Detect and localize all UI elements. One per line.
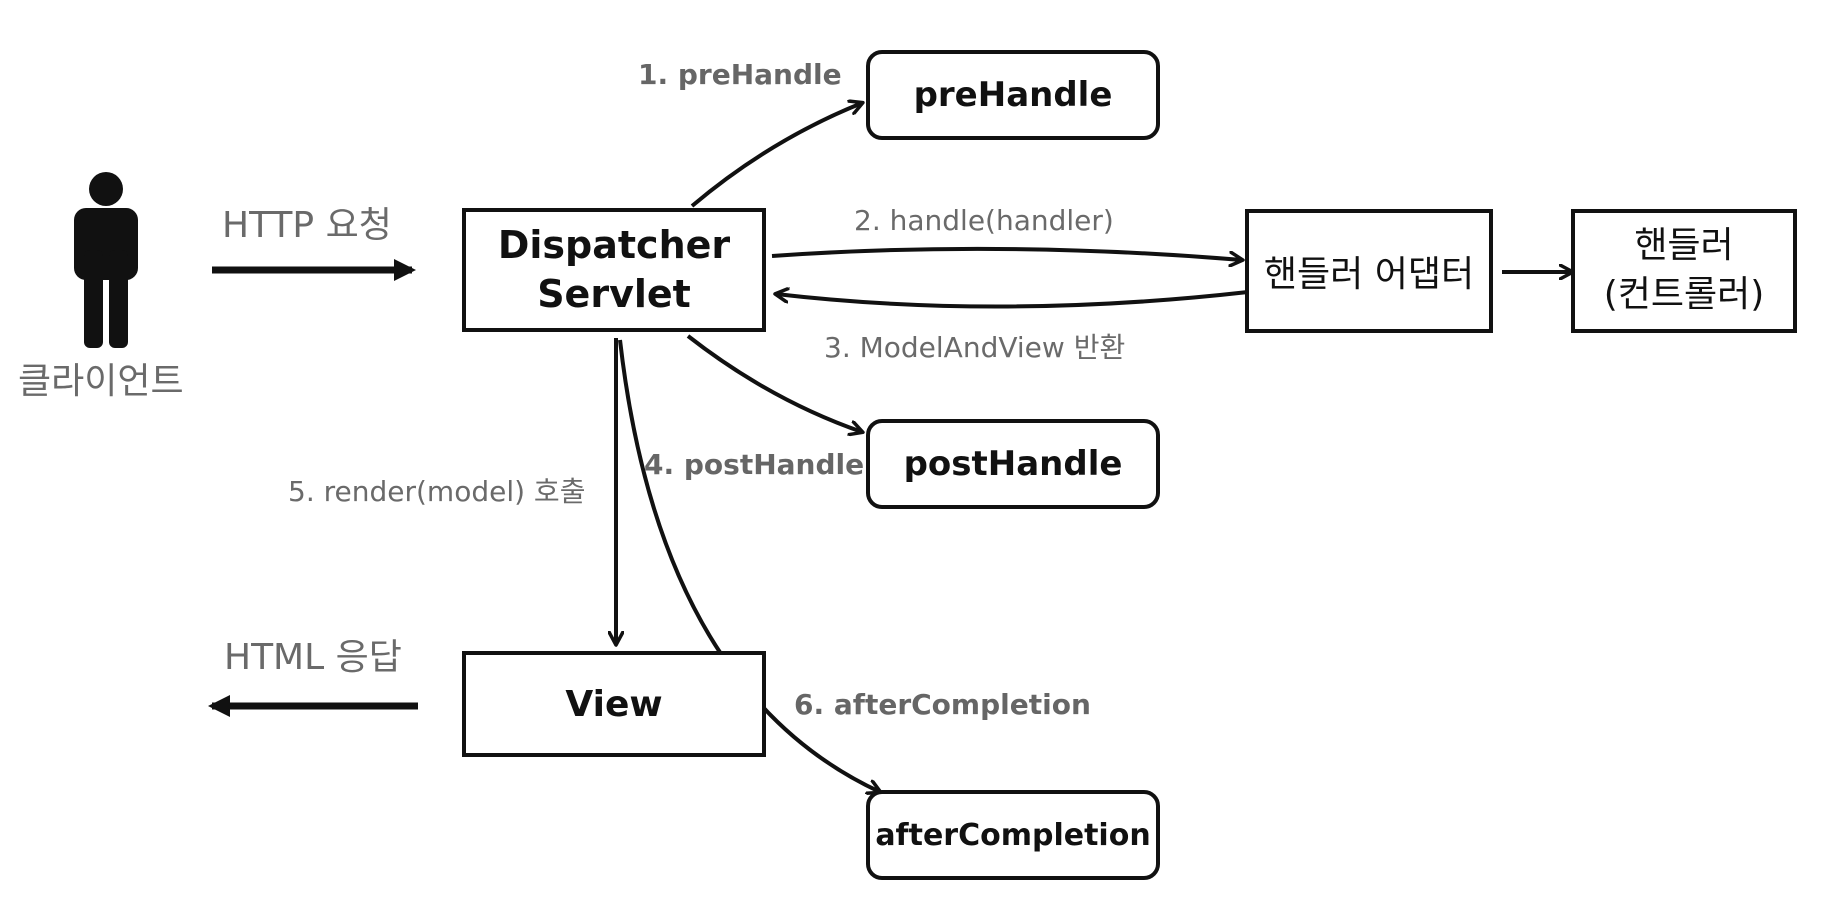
handle-arrow [771,246,1242,260]
aftercompletion-label: afterCompletion [875,817,1151,853]
prehandle-label: preHandle [913,75,1113,115]
handler-adapter-label: 핸들러 어댑터 [1263,254,1475,295]
handler-line2: (컨트롤러) [1603,274,1765,315]
client-label: 클라이언트 [18,361,184,402]
person-icon [74,172,138,348]
request-label: HTTP 요청 [222,205,392,246]
aftercompletion-box: afterCompletion [866,790,1160,880]
prehandle-box: preHandle [866,50,1160,140]
prehandle-arrow [690,103,862,208]
posthandle-arrow [686,334,862,432]
step3-label: 3. ModelAndView 반환 [824,331,1126,364]
step6-label: 6. afterCompletion [794,688,1091,721]
step5-label: 5. render(model) 호출 [288,475,586,508]
view-box: View [462,651,766,757]
posthandle-label: postHandle [903,444,1123,484]
handler-adapter-box: 핸들러 어댑터 [1245,209,1493,333]
dispatcher-servlet-line2: Servlet [537,272,691,316]
step4-label: 4. postHandle [644,448,865,481]
posthandle-box: postHandle [866,419,1160,509]
dispatcher-servlet-box: Dispatcher Servlet [462,208,766,332]
handler-controller-box: 핸들러 (컨트롤러) [1571,209,1797,333]
response-label: HTML 응답 [224,637,402,678]
dispatcher-servlet-line1: Dispatcher [497,222,731,267]
step1-label: 1. preHandle [638,58,842,91]
view-label: View [565,683,663,725]
modelandview-return-arrow [776,292,1249,309]
handler-line1: 핸들러 [1634,225,1734,267]
step2-label: 2. handle(handler) [854,204,1114,237]
aftercompletion-arrow [618,339,880,792]
